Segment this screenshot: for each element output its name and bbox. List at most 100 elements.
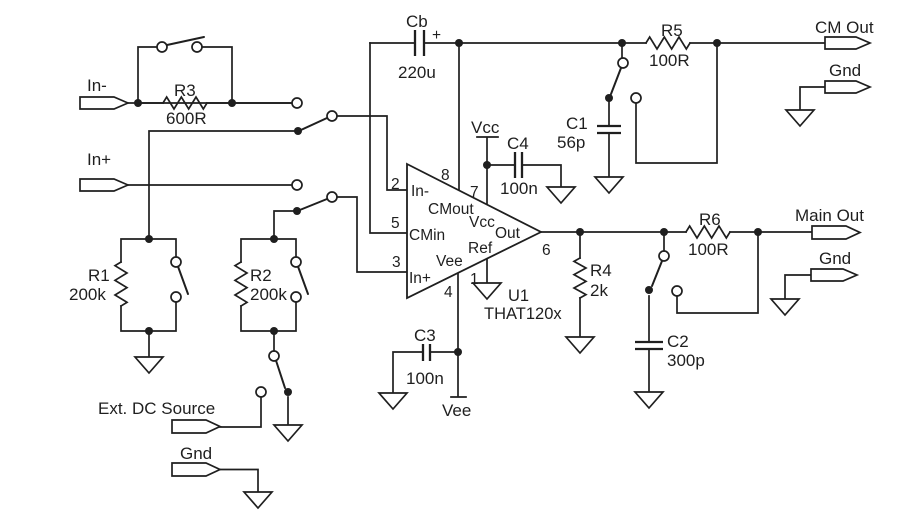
ground-spdt-ext xyxy=(272,424,304,443)
label-c1-ref: C1 xyxy=(566,114,588,133)
wires xyxy=(120,42,826,493)
junction-dot xyxy=(270,235,278,243)
switch-contact xyxy=(291,179,303,191)
ground-symbols xyxy=(133,109,816,510)
switch-contacts xyxy=(156,41,683,398)
switch-blades xyxy=(166,36,663,389)
wire-r6-bypass-loop xyxy=(676,231,759,314)
junction-dots xyxy=(134,39,762,396)
switch-blade-r1-short xyxy=(177,265,189,295)
label-r1-value: 200k xyxy=(69,285,106,304)
opamp-body xyxy=(406,162,544,300)
opamp-label-ref: Ref xyxy=(468,240,493,257)
label-r5-value: 100R xyxy=(649,51,690,70)
switch-blade-in-plus xyxy=(300,198,328,211)
capacitor-cb-plates xyxy=(413,30,426,56)
label-r6-ref: R6 xyxy=(699,210,721,229)
component-labels: Cb + 220u R3 600R R5 100R R6 100R R1 200… xyxy=(69,12,729,388)
ground-c1 xyxy=(593,176,625,195)
label-in-plus: In+ xyxy=(87,150,111,169)
ground-bottom-left xyxy=(242,491,274,510)
terminal-gnd-bottom-left xyxy=(171,462,223,477)
label-r3-value: 600R xyxy=(166,109,207,128)
junction-dot xyxy=(145,327,153,335)
terminal-gnd-main-out xyxy=(810,268,860,282)
label-main-out: Main Out xyxy=(795,206,864,225)
opamp-part-number: THAT120x xyxy=(484,305,562,323)
label-r5-ref: R5 xyxy=(661,21,683,40)
pin-number-4: 4 xyxy=(444,284,453,301)
junction-dot xyxy=(713,39,721,47)
junction-dot xyxy=(294,127,302,135)
power-labels: Vcc Vee xyxy=(442,118,500,420)
wire-gnd-top-right xyxy=(799,86,826,111)
wire-cmin-vertical xyxy=(369,42,408,234)
ground-top-right xyxy=(784,109,816,128)
label-in-minus: In- xyxy=(87,76,107,95)
switch-blade-in-minus xyxy=(301,117,328,131)
label-cb-value: 220u xyxy=(398,63,436,82)
opamp-label-vee: Vee xyxy=(436,253,463,270)
junction-dot xyxy=(483,161,491,169)
wire-extdc-to-spdt xyxy=(219,396,262,428)
opamp-label-cmout: CMout xyxy=(428,201,474,218)
pin-number-1: 1 xyxy=(470,271,479,288)
terminal-cm-out xyxy=(824,36,873,50)
ground-pin1 xyxy=(471,282,503,301)
ground-c4 xyxy=(545,186,577,205)
junction-dot xyxy=(618,39,626,47)
wire-gnd-main-out xyxy=(784,274,812,300)
label-r1-ref: R1 xyxy=(88,266,110,285)
opamp-label-cmin: CMin xyxy=(409,227,445,244)
ground-r1 xyxy=(133,356,165,375)
junction-dot xyxy=(576,228,584,236)
terminal-gnd-top-right xyxy=(824,80,873,94)
label-r4-ref: R4 xyxy=(590,261,612,280)
switch-contact xyxy=(326,191,338,203)
label-r6-value: 100R xyxy=(688,240,729,259)
switch-contact xyxy=(268,350,280,362)
label-c3-ref: C3 xyxy=(414,326,436,345)
label-gnd-bottom-left: Gnd xyxy=(180,444,212,463)
label-cb-ref: Cb xyxy=(406,12,428,31)
label-ext-dc: Ext. DC Source xyxy=(98,399,215,418)
capacitor-c4-plates xyxy=(513,152,524,178)
pin-number-7: 7 xyxy=(470,184,479,201)
ground-r4 xyxy=(564,336,596,355)
pin-number-3: 3 xyxy=(392,254,401,271)
switch-contact xyxy=(290,256,302,268)
wire-r1-box xyxy=(120,238,177,358)
terminal-ext-dc xyxy=(171,419,223,434)
label-c3-value: 100n xyxy=(406,369,444,388)
wire-r3-bypass-loop xyxy=(137,46,233,104)
switch-blade-ext-dc xyxy=(275,359,286,389)
junction-dot xyxy=(228,99,236,107)
pin-number-5: 5 xyxy=(391,215,400,232)
opamp-text: 2 5 3 8 7 1 4 6 In- CMout Vcc CMin Out R… xyxy=(391,167,562,323)
wire-c4-row xyxy=(486,164,562,188)
switch-contact xyxy=(290,291,302,303)
label-vee-rail: Vee xyxy=(442,401,471,420)
wire-r2-box xyxy=(240,238,297,332)
label-c4-ref: C4 xyxy=(507,134,529,153)
junction-dot xyxy=(270,327,278,335)
terminal-main-out xyxy=(811,225,863,240)
switch-contact xyxy=(326,110,338,122)
pin-number-2: 2 xyxy=(391,176,400,193)
switch-blade-r2-short xyxy=(297,265,309,295)
switch-contact xyxy=(630,92,642,104)
wire-inplus-throw-to-pin3 xyxy=(336,196,408,273)
wire-pin4-vee xyxy=(450,272,467,398)
capacitor-c3-plates xyxy=(421,344,432,361)
resistor-r1-body xyxy=(113,260,129,308)
label-c1-value: 56p xyxy=(557,133,585,152)
capacitor-c1-plates xyxy=(597,124,621,135)
switch-contact xyxy=(156,41,168,53)
resistor-r2-body xyxy=(233,260,249,308)
capacitor-c2-plates xyxy=(635,340,663,351)
wire-c3-row xyxy=(392,351,459,394)
ground-main-out xyxy=(769,298,801,317)
wire-inplus-common-to-r2 xyxy=(273,210,298,240)
